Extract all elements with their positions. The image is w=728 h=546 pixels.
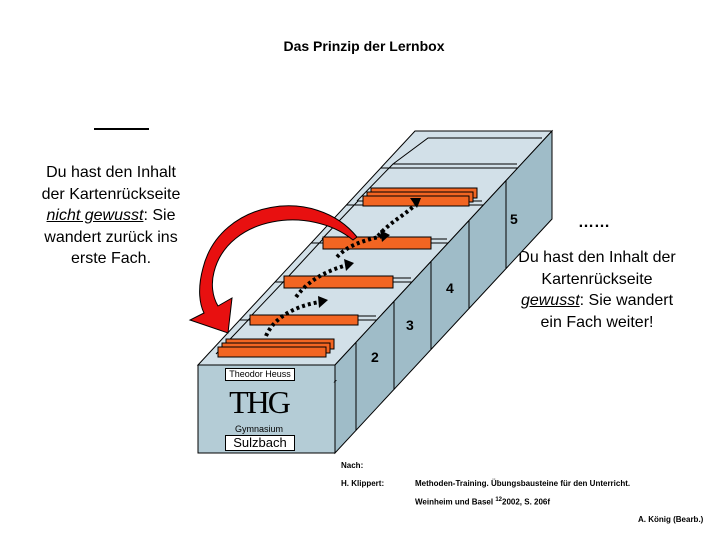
ref-work: Methoden-Training. Übungsbausteine für d… bbox=[415, 479, 631, 488]
return-arrow bbox=[188, 205, 358, 334]
dotted-arrow-1-to-2 bbox=[264, 300, 321, 337]
stray-mark: ´ bbox=[333, 379, 338, 396]
ref-nach: Nach: bbox=[341, 461, 364, 470]
left-text-after: : Sie wandert zurück ins erste Fach. bbox=[44, 207, 178, 267]
blank-line bbox=[94, 128, 149, 130]
right-text-before: Du hast den Inhalt der Kartenrückseite bbox=[518, 249, 676, 288]
card bbox=[217, 346, 327, 358]
right-text-after: : Sie wandert ein Fach weiter! bbox=[540, 292, 674, 331]
card bbox=[283, 275, 394, 289]
right-dots: …… bbox=[578, 214, 610, 231]
arrow-heads bbox=[318, 198, 421, 308]
right-explanation: Du hast den Inhalt der Kartenrückseite g… bbox=[516, 247, 678, 333]
credit: A. König (Bearb.) bbox=[638, 515, 704, 524]
arrow-head bbox=[410, 198, 421, 208]
dotted-arrows bbox=[264, 203, 417, 337]
dotted-arrow-4-to-5 bbox=[376, 203, 417, 238]
compartment-number-3: 3 bbox=[406, 317, 414, 333]
compartment-number-5: 5 bbox=[510, 211, 518, 227]
dotted-arrow-2-to-3 bbox=[294, 263, 348, 299]
left-emphasis: nicht gewusst bbox=[46, 207, 144, 224]
card bbox=[249, 314, 359, 326]
card bbox=[322, 236, 432, 250]
ref-edition: 12 bbox=[495, 497, 502, 503]
arrow-head bbox=[380, 230, 390, 242]
logo-city: Sulzbach bbox=[225, 435, 295, 451]
logo-school-type: Gymnasium bbox=[234, 424, 283, 434]
ref-publisher-suffix: 2002, S. 206f bbox=[502, 497, 551, 507]
ref-publisher: Weinheim und Basel 122002, S. 206f bbox=[415, 497, 550, 507]
arrow-head bbox=[318, 296, 328, 308]
right-emphasis: gewusst bbox=[520, 292, 580, 309]
school-logo: Theodor Heuss THG Gymnasium Sulzbach bbox=[223, 368, 295, 451]
left-explanation: Du hast den Inhalt der Kartenrückseite n… bbox=[36, 162, 186, 270]
logo-name-top: Theodor Heuss bbox=[225, 368, 295, 381]
compartment-number-2: 2 bbox=[371, 349, 379, 365]
arrow-head bbox=[344, 259, 354, 271]
dotted-arrow-3-to-4 bbox=[335, 234, 384, 259]
ref-publisher-prefix: Weinheim und Basel bbox=[415, 497, 496, 507]
compartment-number-4: 4 bbox=[446, 280, 454, 296]
logo-initials: THG bbox=[229, 384, 291, 420]
page-title: Das Prinzip der Lernbox bbox=[283, 38, 445, 54]
ref-author: H. Klippert: bbox=[341, 479, 385, 488]
left-text-before: Du hast den Inhalt der Kartenrückseite bbox=[41, 164, 181, 203]
